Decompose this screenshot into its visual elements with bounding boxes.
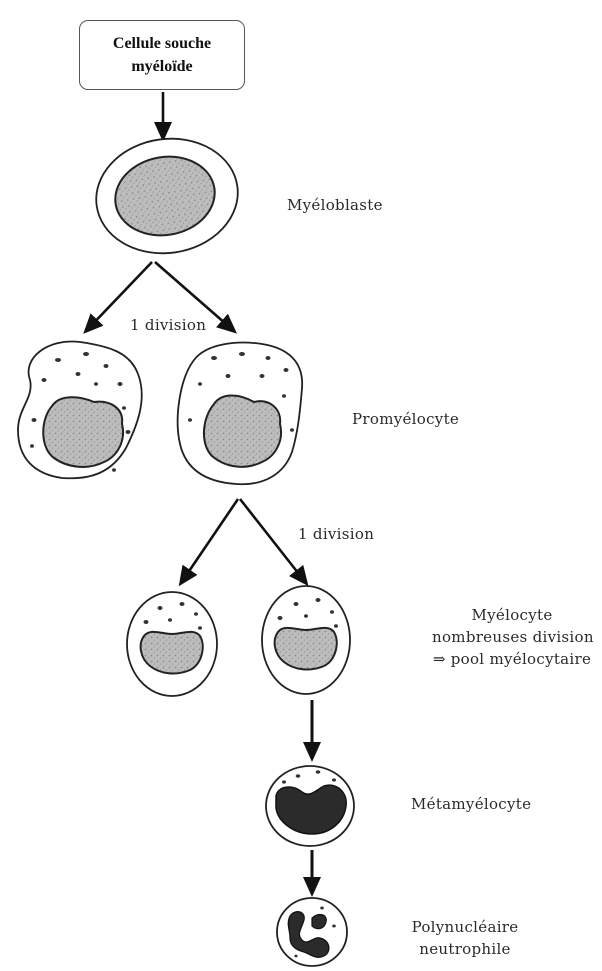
- label-promyelocyte: Promyélocyte: [352, 410, 459, 428]
- arrow-promyelocyte-left: [181, 499, 238, 583]
- label-metamyelocyte: Métamyélocyte: [411, 795, 531, 813]
- metamyelocyte-cell: [266, 766, 354, 846]
- root-node-line1: Cellule souche: [113, 32, 211, 55]
- myelocyte-cell-left: [127, 592, 217, 696]
- promyelocyte-cell-right: [178, 343, 302, 485]
- polynucleaire-cell: [277, 898, 347, 966]
- label-division-1: 1 division: [130, 316, 206, 334]
- root-node-line2: myéloïde: [131, 55, 192, 78]
- label-neutrophile: neutrophile: [400, 938, 530, 960]
- label-myelocyte-group: Myélocyte nombreuses division ⇒ pool myé…: [432, 604, 592, 670]
- promyelocyte-cell-left: [18, 341, 142, 478]
- label-myelocyte-pool: ⇒ pool myélocytaire: [432, 648, 592, 670]
- label-myeloblaste: Myéloblaste: [287, 196, 383, 214]
- label-myelocyte-divisions: nombreuses division: [432, 626, 592, 648]
- myelocyte-cell-right: [262, 586, 350, 694]
- root-node-box: Cellule souche myéloïde: [79, 20, 245, 90]
- myeloblaste-cell: [89, 130, 245, 263]
- label-polynucleaire-group: Polynucléaire neutrophile: [400, 916, 530, 960]
- label-polynucleaire: Polynucléaire: [400, 916, 530, 938]
- label-division-2: 1 division: [298, 525, 374, 543]
- arrow-promyelocyte-right: [240, 499, 306, 583]
- label-myelocyte: Myélocyte: [432, 604, 592, 626]
